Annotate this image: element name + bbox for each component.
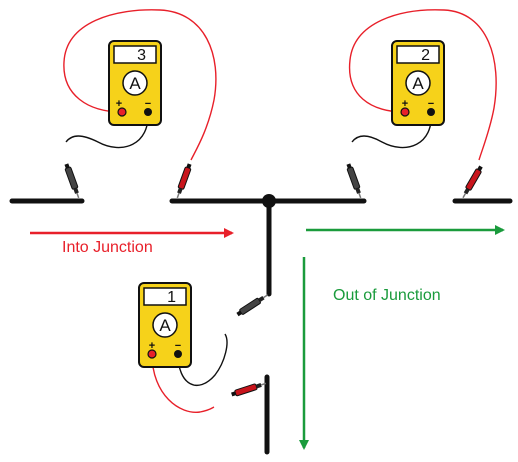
ammeter-icon: A	[412, 74, 424, 93]
meter-1-reading: 1	[167, 289, 176, 306]
black-probe-icon	[344, 162, 365, 200]
black-probe-icon	[235, 291, 271, 318]
meter-2-reading: 2	[421, 47, 430, 64]
plus-sign: +	[116, 98, 122, 110]
plus-sign: +	[402, 98, 408, 110]
minus-sign: −	[428, 98, 434, 110]
ammeter-icon: A	[129, 74, 141, 93]
red-probe-icon	[173, 162, 194, 200]
black-lead-1	[177, 333, 228, 387]
out-of-junction-label: Out of Junction	[333, 287, 441, 304]
minus-sign: −	[175, 340, 181, 352]
minus-sign: −	[145, 98, 151, 110]
plus-sign: +	[149, 340, 155, 352]
ammeter-icon: A	[159, 316, 171, 335]
junction-node	[262, 194, 276, 208]
ammeter-3: 3 A + −	[62, 9, 217, 200]
red-lead-3	[63, 9, 217, 161]
into-junction-label: Into Junction	[62, 239, 153, 256]
red-lead-2	[348, 9, 497, 161]
red-probe-icon	[459, 164, 485, 200]
red-lead-1	[151, 353, 215, 413]
red-probe-icon	[229, 379, 268, 399]
ammeter-2: 2 A + −	[344, 9, 497, 200]
black-lead-2	[351, 111, 432, 149]
black-probe-icon	[62, 162, 83, 200]
black-lead-3	[65, 111, 149, 149]
meter-3-reading: 3	[137, 47, 146, 64]
ammeter-1: 1 A + −	[138, 282, 271, 413]
